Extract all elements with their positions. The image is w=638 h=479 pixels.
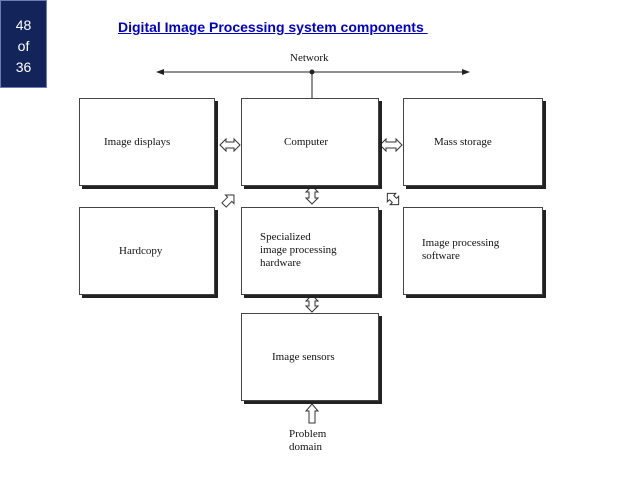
- image-displays-label: Image displays: [104, 136, 171, 148]
- box-hardcopy[interactable]: Hardcopy: [79, 207, 215, 295]
- box-mass-storage[interactable]: Mass storage: [403, 98, 543, 186]
- image-processing-software-label: Image processing software: [422, 237, 500, 262]
- slide-title[interactable]: Digital Image Processing system componen…: [118, 19, 428, 35]
- computer-label: Computer: [284, 136, 328, 148]
- network-right-arrowhead: [462, 69, 470, 75]
- box-computer[interactable]: Computer: [241, 98, 379, 186]
- network-left-arrowhead: [156, 69, 164, 75]
- problem-domain-label: Problem domain: [289, 428, 327, 453]
- box-image-processing-software[interactable]: Image processing software: [403, 207, 543, 295]
- slide-total: 36: [15, 59, 32, 75]
- slide-number-badge: 48 of 36: [0, 0, 47, 88]
- slide-of-word: of: [17, 38, 30, 54]
- problem-domain-arrow: [304, 403, 320, 424]
- hardware-sensors-arrow: [304, 294, 320, 313]
- computer-software-arrow: [386, 192, 400, 206]
- computer-hardware-arrow: [304, 185, 320, 205]
- box-image-sensors[interactable]: Image sensors: [241, 313, 379, 401]
- computer-hardcopy-arrow: [221, 194, 235, 208]
- specialized-hardware-label: Specialized image processing hardware: [260, 231, 337, 269]
- computer-storage-arrow: [379, 137, 403, 153]
- box-specialized-hardware[interactable]: Specialized image processing hardware: [241, 207, 379, 295]
- network-label: Network: [290, 52, 329, 64]
- box-image-displays[interactable]: Image displays: [79, 98, 215, 186]
- mass-storage-label: Mass storage: [434, 136, 492, 148]
- displays-computer-arrow: [219, 137, 241, 153]
- slide-number: 48: [15, 17, 32, 33]
- hardcopy-label: Hardcopy: [119, 245, 163, 257]
- image-sensors-label: Image sensors: [272, 351, 335, 363]
